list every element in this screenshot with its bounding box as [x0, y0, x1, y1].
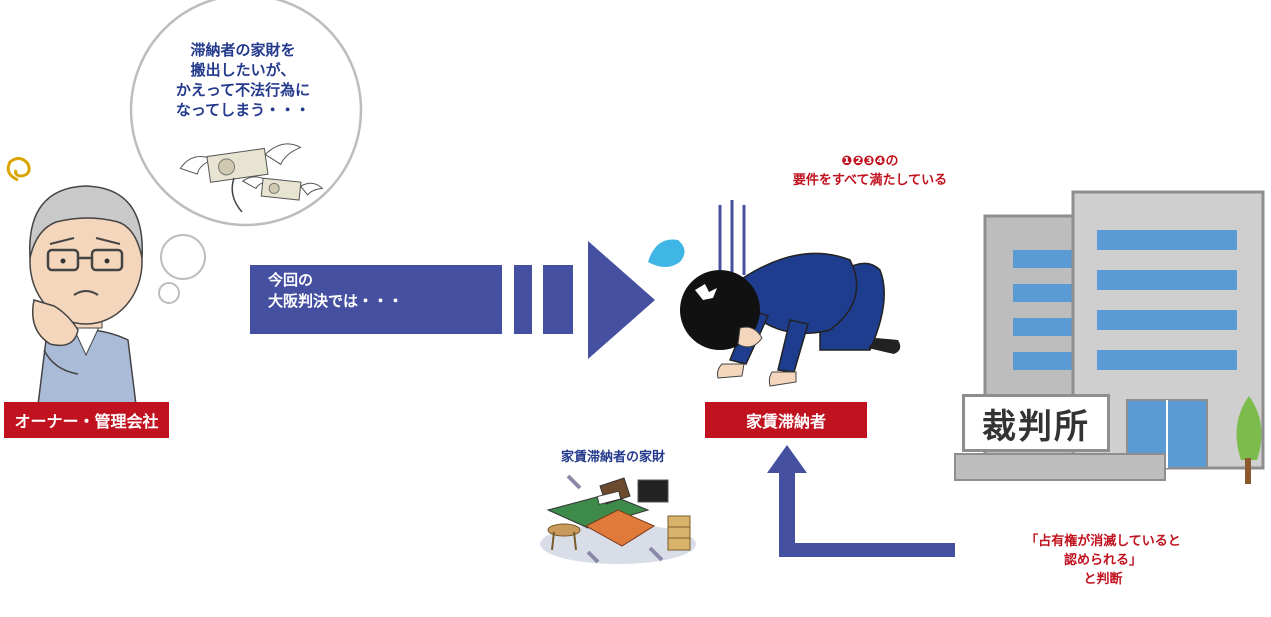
- thought-line: 搬出したいが、: [190, 61, 296, 79]
- arrow-line: 今回の: [268, 271, 314, 289]
- judgment-line: と判断: [1083, 572, 1123, 587]
- tree-icon: [1236, 396, 1262, 484]
- furniture-pile-icon: [540, 474, 696, 564]
- belongings-label: 家賃滞納者の家財: [560, 450, 665, 465]
- arrow-line: 大阪判決では・・・: [268, 292, 404, 310]
- judgment-line: 認められる」: [1063, 553, 1142, 568]
- requirements-line: ❶❷❸❹の: [841, 154, 899, 169]
- thought-bubble-text: 滞納者の家財を 搬出したいが、 かえって不法行為に なってしまう・・・: [158, 40, 328, 120]
- judgment-line: 「占有権が消滅していると: [1025, 534, 1181, 549]
- judgment-text: 「占有権が消滅していると 認められる」 と判断: [998, 532, 1208, 589]
- thought-line: なってしまう・・・: [175, 101, 311, 119]
- main-arrow: [250, 241, 655, 359]
- kneeling-person-icon: [648, 200, 901, 387]
- return-arrow: [767, 445, 955, 557]
- court-sign: 裁判所: [962, 394, 1110, 452]
- flying-money-icon: [179, 143, 324, 213]
- worried-elderly-man-icon: [6, 157, 143, 406]
- arrow-text: 今回の 大阪判決では・・・: [268, 270, 403, 312]
- thought-line: かえって不法行為に: [175, 81, 311, 99]
- owner-label: オーナー・管理会社: [4, 402, 169, 438]
- debtor-label: 家賃滞納者: [705, 402, 867, 438]
- sweat-drop-icon: [648, 239, 685, 267]
- thought-line: 滞納者の家財を: [190, 41, 296, 59]
- requirements-line: 要件をすべて満たしている: [792, 173, 948, 188]
- requirements-text: ❶❷❸❹の 要件をすべて満たしている: [780, 152, 960, 190]
